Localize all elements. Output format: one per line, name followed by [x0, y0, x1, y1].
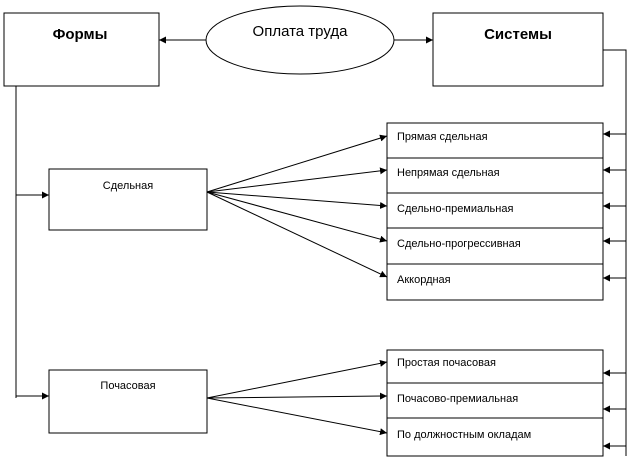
arrow-piecework-4: [206, 191, 388, 243]
system-piece-progressive: Сдельно-прогрессивная: [397, 238, 521, 250]
system-direct-piece: Прямая сдельная: [397, 131, 488, 143]
hourly-box: [48, 369, 208, 434]
system-salary: По должностным окладам: [397, 429, 531, 441]
arrow-hourly-3: [206, 397, 388, 436]
hourly-systems-list: [386, 349, 604, 457]
piecework-systems-list: [386, 122, 604, 301]
arrow-hourly-2: [206, 392, 388, 400]
arrow-hourly-1: [206, 359, 388, 399]
arrow-piecework-5: [206, 191, 388, 278]
piecework-label: Сдельная: [103, 180, 153, 192]
system-indirect-piece: Непрямая сдельная: [397, 167, 500, 179]
systems-trunk: [603, 49, 627, 456]
system-piece-bonus: Сдельно-премиальная: [397, 203, 513, 215]
system-simple-hourly: Простая почасовая: [397, 357, 496, 369]
forms-box: [3, 12, 160, 87]
systems-label: Системы: [484, 26, 552, 43]
hourly-label: Почасовая: [100, 380, 155, 392]
payment-oval: [205, 5, 395, 75]
system-lump-sum: Аккордная: [397, 274, 451, 286]
forms-label: Формы: [53, 26, 108, 43]
system-hourly-bonus: Почасово-премиальная: [397, 393, 518, 405]
arrow-piecework-2: [206, 167, 388, 193]
payment-label: Оплата труда: [253, 23, 349, 40]
piecework-box: [48, 168, 208, 231]
arrow-piecework-3: [206, 191, 388, 209]
arrow-piecework-1: [206, 134, 388, 193]
systems-box: [432, 12, 604, 87]
